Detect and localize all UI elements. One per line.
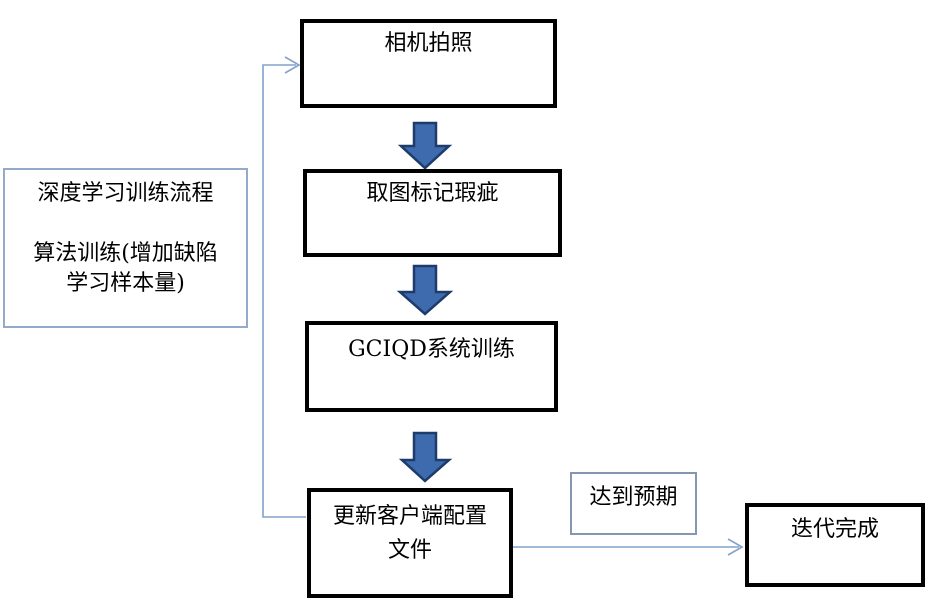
node-system-training: GCIQD系统训练 [305,321,558,412]
feedback-connector-line [262,64,306,518]
feedback-arrowhead-icon [284,56,301,74]
result-arrowhead-icon [727,538,744,556]
note-training-process: 深度学习训练流程 算法训练(增加缺陷 学习样本量) [3,168,248,328]
node-iteration-done: 迭代完成 [745,503,925,587]
label-expectation-met: 达到预期 [570,472,697,535]
node-camera-capture: 相机拍照 [300,19,557,108]
down-block-arrow-3-icon [398,431,453,483]
down-block-arrow-1-icon [397,121,453,170]
down-block-arrow-2-icon [396,264,454,316]
node-update-config: 更新客户端配置 文件 [307,488,513,598]
node-mark-defects: 取图标记瑕疵 [303,169,562,257]
